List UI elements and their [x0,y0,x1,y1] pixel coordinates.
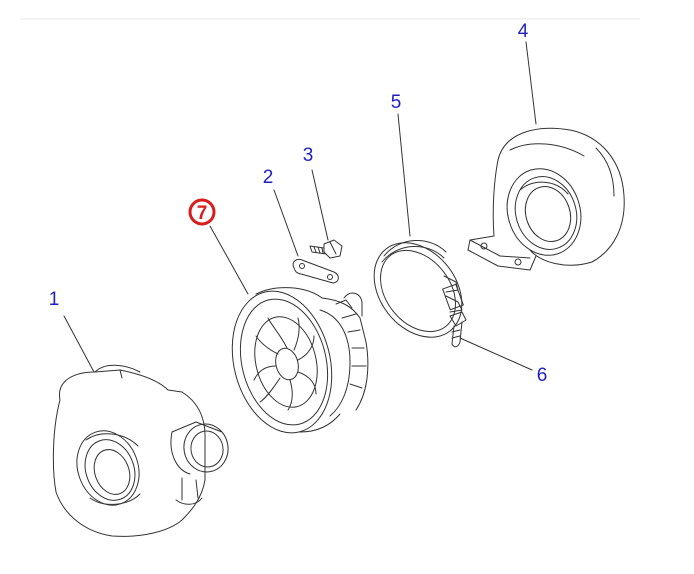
leader-line-3 [311,169,329,241]
leader-line-5 [397,113,411,237]
highlight-ring [188,198,216,226]
bolt [310,240,342,258]
leader-line-7 [209,225,249,295]
callout-5[interactable]: 5 [391,92,402,113]
cartridge-assembly [218,281,368,444]
leader-line-2 [273,189,299,257]
callout-labels: 1 2 3 4 5 6 7 [49,21,548,386]
callout-3[interactable]: 3 [303,145,314,166]
callout-4[interactable]: 4 [518,21,529,42]
leader-line-4 [525,41,537,125]
callout-7: 7 [197,203,208,224]
callout-2[interactable]: 2 [263,167,274,188]
callout-1[interactable]: 1 [49,289,60,310]
callout-7-highlighted[interactable]: 7 [188,198,216,226]
callout-6[interactable]: 6 [537,365,548,386]
v-band-clamp [356,226,480,355]
gasket-plate [293,259,338,283]
leader-line-1 [63,315,95,373]
leader-lines [63,41,537,373]
turbine-housing [53,365,231,536]
leader-line-6 [459,337,533,371]
compressor-housing [468,128,624,270]
